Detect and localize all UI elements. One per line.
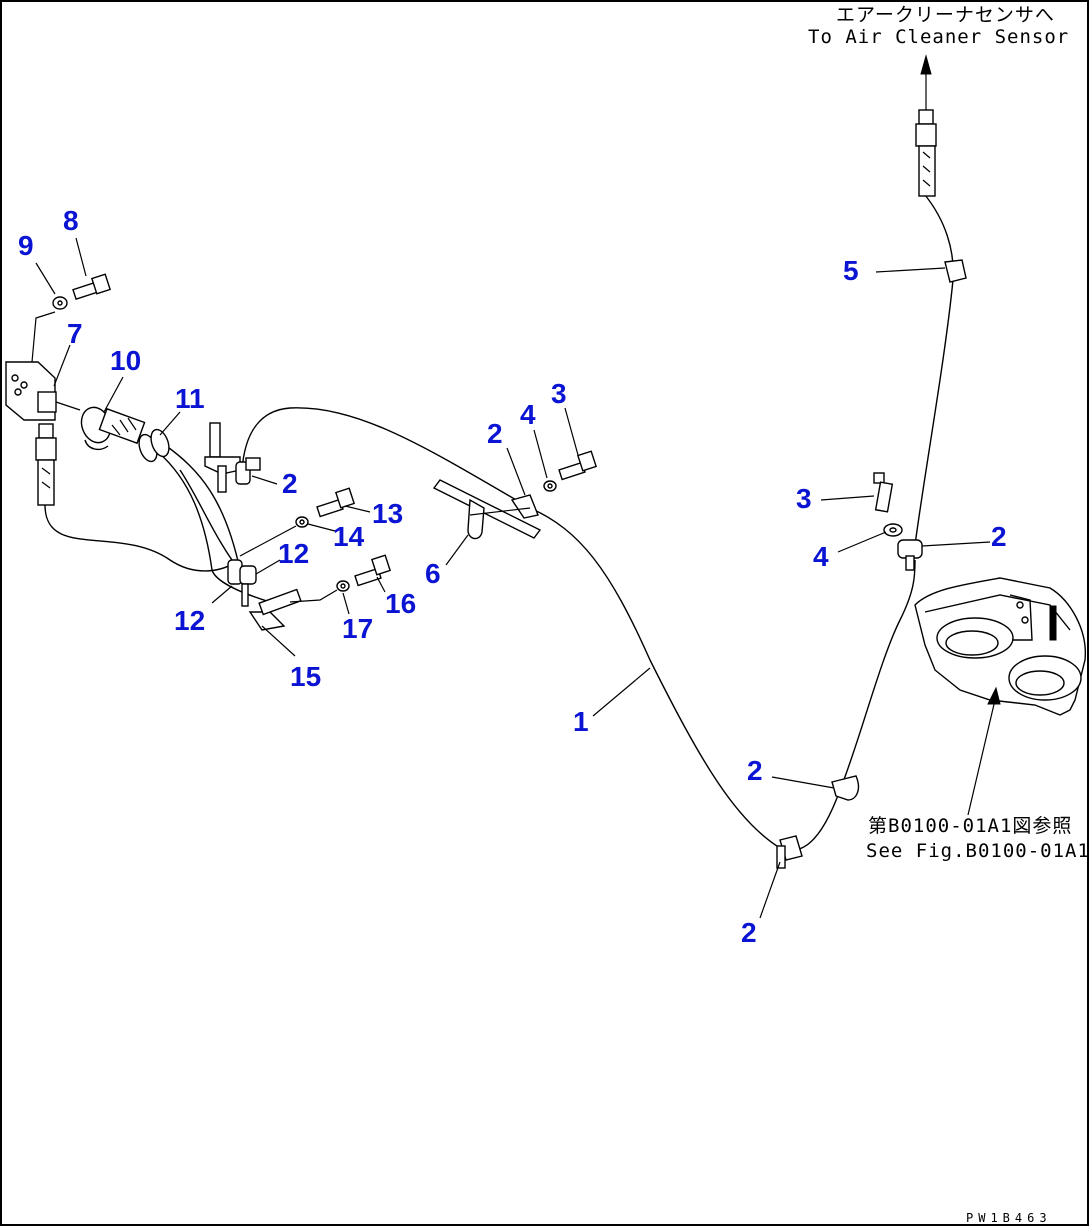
callout-3-center: 3: [551, 378, 567, 409]
callout-1: 1: [573, 706, 589, 737]
callout-4-right: 4: [813, 541, 829, 572]
callout-8: 8: [63, 205, 79, 236]
clamp-part-15: [248, 588, 302, 631]
bracket-part-6: [432, 479, 542, 540]
hose-main-line: [241, 407, 916, 852]
callout-9: 9: [18, 230, 34, 261]
callout-15: 15: [290, 661, 321, 692]
callout-4-center: 4: [520, 399, 536, 430]
bolt-part-8: [72, 273, 112, 301]
drawing-code: PW1B463: [966, 1211, 1052, 1225]
callout-2-center: 2: [487, 418, 503, 449]
grommet-part-11: [138, 428, 170, 463]
callout-7: 7: [67, 318, 83, 349]
sensor-fitting-left: [35, 423, 57, 506]
bolt-part-3-center: [558, 450, 598, 481]
callout-2-lower-b: 2: [741, 917, 757, 948]
washer-part-4-right: [883, 523, 903, 537]
clamp-part-5: [944, 259, 967, 283]
callout-10: 10: [110, 345, 141, 376]
callout-13: 13: [372, 498, 403, 529]
bolt-part-13: [316, 487, 356, 518]
callout-2-lower-a: 2: [747, 755, 763, 786]
clamp-part-2-left: [235, 457, 261, 485]
bolt-part-16: [354, 554, 392, 587]
callout-numbers: 9 8 7 10 11 2 13 14 12 16 17 12 15 2 4 3…: [18, 205, 1007, 948]
note-see-fig-en: See Fig.B0100-01A1: [866, 840, 1090, 862]
callout-14: 14: [333, 521, 365, 552]
note-air-cleaner-en: To Air Cleaner Sensor: [808, 26, 1069, 48]
callout-2-left: 2: [282, 468, 298, 499]
air-cleaner-housing: [914, 577, 1086, 716]
callout-11: 11: [175, 383, 205, 414]
callout-16: 16: [385, 588, 416, 619]
callout-leaders: [35, 237, 1001, 919]
sensor-fitting-upper: [915, 54, 937, 197]
clamp-part-12-pair: [227, 559, 257, 607]
hose-upper-line: [914, 194, 954, 546]
note-air-cleaner-jp: エアークリーナセンサへ: [836, 4, 1055, 26]
hose-cable-c: [179, 469, 244, 576]
bracket-part-7: [5, 361, 81, 421]
clamp-part-2-right: [897, 539, 923, 571]
clamp-part-2-lower-a: [831, 775, 860, 801]
callout-3-right: 3: [796, 483, 812, 514]
hose-cable-a: [164, 444, 241, 571]
washer-part-14: [239, 516, 309, 557]
callout-2-right: 2: [991, 521, 1007, 552]
callout-5: 5: [843, 255, 859, 286]
clip-bracket-left: [204, 422, 241, 493]
callout-6: 6: [425, 558, 441, 589]
callout-12-lower: 12: [174, 605, 205, 636]
clamp-part-2-lower-b: [776, 835, 803, 869]
callout-12-upper: 12: [278, 538, 309, 569]
washer-part-9: [31, 296, 68, 363]
hose-left-loop: [44, 504, 239, 572]
washer-part-4-center: [543, 480, 557, 492]
bolt-part-3-right: [873, 472, 894, 513]
note-see-fig-jp: 第B0100-01A1図参照: [868, 815, 1072, 837]
callout-17: 17: [342, 613, 373, 644]
hose-assembly-part-10: [80, 406, 146, 451]
washer-part-17: [289, 580, 350, 603]
